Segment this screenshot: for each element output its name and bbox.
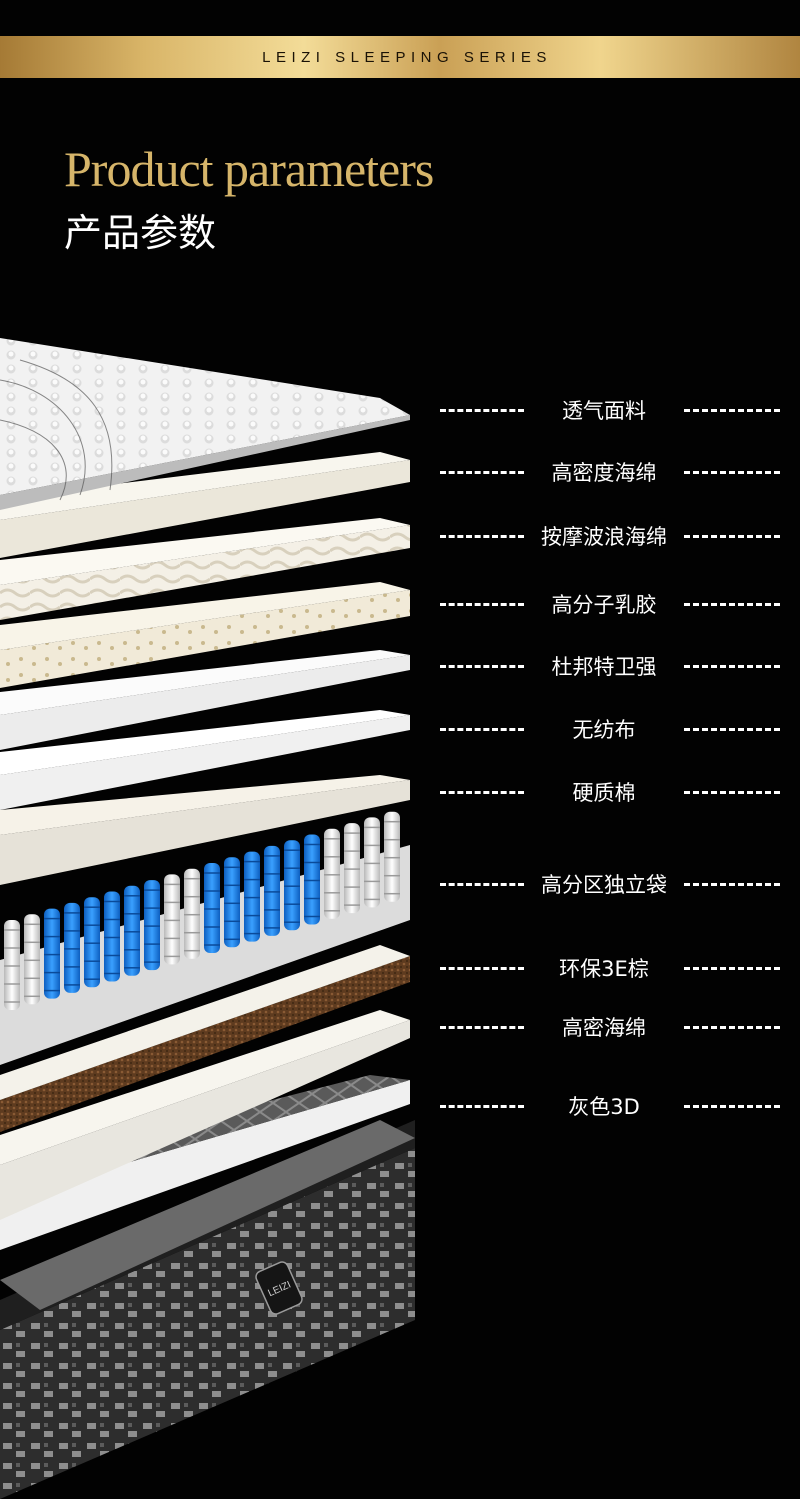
dash-right	[684, 534, 780, 538]
dash-left	[440, 602, 524, 606]
spring-coil	[244, 851, 260, 942]
mattress-layers-illustration: LEIZI	[0, 338, 415, 1499]
layer-coir	[0, 945, 410, 1132]
spring-coil	[124, 885, 140, 976]
layer-label-row: 高分子乳胶	[440, 589, 780, 619]
layer-tyvek	[0, 650, 410, 750]
layer-label-row: 杜邦特卫强	[440, 651, 780, 681]
spring-coil	[184, 868, 200, 959]
layer-foam-upper	[0, 452, 410, 558]
layer-label-row: 高分区独立袋	[440, 869, 780, 899]
series-banner: LEIZI SLEEPING SERIES	[0, 36, 800, 78]
layer-label-row: 硬质棉	[440, 777, 780, 807]
spring-coil	[364, 817, 380, 908]
layer-non-woven	[0, 710, 410, 810]
dash-right	[684, 602, 780, 606]
layer-label-row: 透气面料	[440, 395, 780, 425]
dash-right	[684, 1104, 780, 1108]
layer-wave-foam	[0, 518, 410, 620]
dash-right	[684, 1025, 780, 1029]
series-text: LEIZI SLEEPING SERIES	[262, 48, 552, 66]
dash-left	[440, 1104, 524, 1108]
dash-left	[440, 470, 524, 474]
layer-label-row: 高密海绵	[440, 1012, 780, 1042]
dash-right	[684, 664, 780, 668]
base-mattress: LEIZI	[0, 1120, 415, 1499]
dash-left	[440, 1025, 524, 1029]
dash-left	[440, 790, 524, 794]
layer-label: 环保3E棕	[559, 957, 649, 981]
layer-label: 硬质棉	[572, 781, 636, 805]
layer-label: 按摩波浪海绵	[541, 525, 667, 549]
layer-label: 透气面料	[562, 399, 646, 423]
spring-coil	[344, 823, 360, 914]
dash-right	[684, 882, 780, 886]
layer-label: 杜邦特卫强	[551, 655, 657, 679]
spring-coil	[304, 834, 320, 925]
spring-coil	[324, 828, 340, 919]
layer-label-row: 灰色3D	[440, 1091, 780, 1121]
layer-label-row: 高密度海绵	[440, 457, 780, 487]
layer-label: 高分区独立袋	[541, 873, 667, 897]
page-title-cn: 产品参数	[64, 211, 217, 255]
layer-label: 高密海绵	[562, 1016, 646, 1040]
layer-label-row: 环保3E棕	[440, 953, 780, 983]
dash-right	[684, 727, 780, 731]
spring-coil	[144, 880, 160, 971]
layer-label: 灰色3D	[568, 1095, 640, 1119]
dash-right	[684, 790, 780, 794]
layer-label: 高分子乳胶	[551, 593, 657, 617]
dash-left	[440, 408, 524, 412]
spring-coil	[84, 897, 100, 988]
dash-left	[440, 534, 524, 538]
dash-left	[440, 882, 524, 886]
dash-right	[684, 966, 780, 970]
layer-label: 无纺布	[572, 718, 636, 742]
dash-right	[684, 408, 780, 412]
dash-left	[440, 966, 524, 970]
spring-coil	[204, 863, 220, 953]
layer-breathable-fabric	[0, 338, 410, 510]
spring-coil	[264, 845, 280, 936]
spring-coil	[4, 920, 20, 1010]
spring-coil	[24, 914, 40, 1005]
layer-label-row: 按摩波浪海绵	[440, 521, 780, 551]
dash-left	[440, 727, 524, 731]
spring-coil	[224, 857, 240, 948]
layer-hard-cotton	[0, 775, 410, 885]
layer-label-row: 无纺布	[440, 714, 780, 744]
spring-coil	[164, 874, 180, 965]
layer-foam-lower	[0, 1010, 410, 1220]
layer-pocket-springs	[0, 811, 410, 1065]
spring-coil	[284, 840, 300, 931]
spring-coil	[44, 908, 60, 999]
page-title-en: Product parameters	[64, 141, 434, 197]
dash-left	[440, 664, 524, 668]
spring-coil	[104, 891, 120, 982]
layer-label: 高密度海绵	[551, 461, 657, 485]
spring-coil	[384, 811, 400, 902]
dash-right	[684, 470, 780, 474]
spring-coil	[64, 902, 80, 993]
layer-latex	[0, 582, 410, 688]
